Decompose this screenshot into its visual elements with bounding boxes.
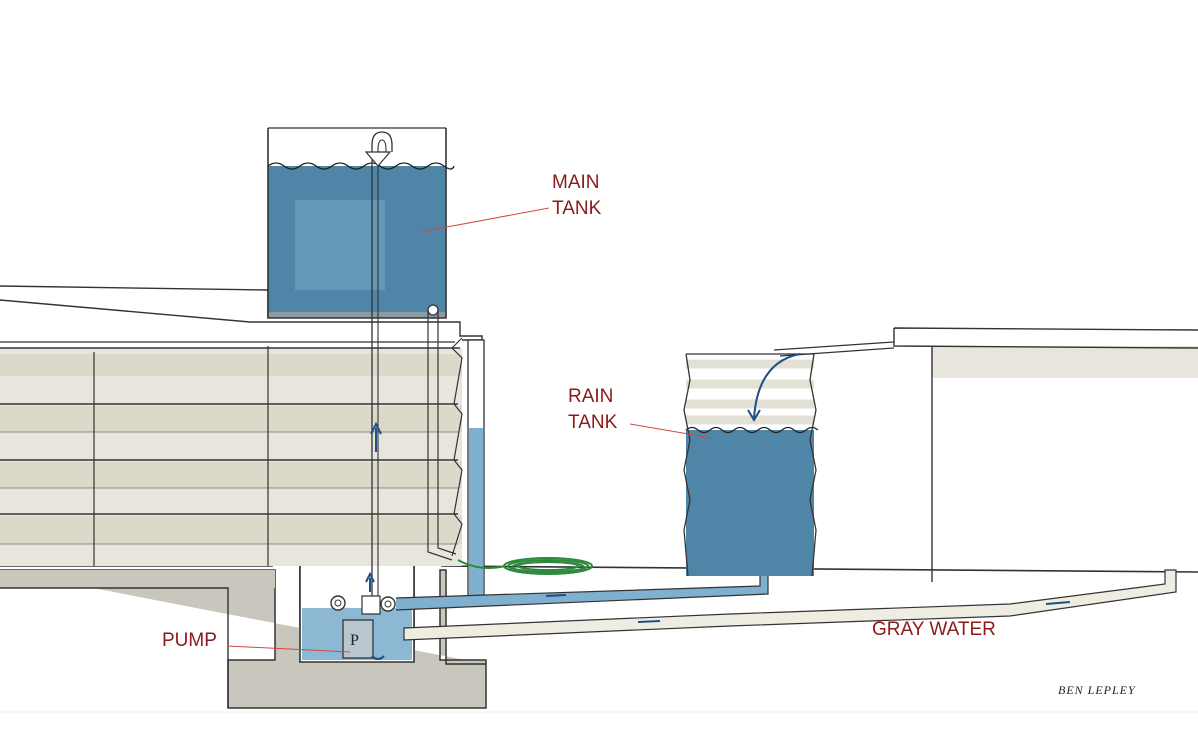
rain-tank-label-line1: RAIN: [568, 386, 614, 407]
foundation: [0, 569, 487, 709]
garden-hose: [457, 557, 593, 575]
main-tank-label: MAIN TANK: [552, 170, 601, 222]
gray-water-pipe: [403, 569, 1177, 641]
valves: [330, 595, 396, 615]
neighbor-building: [773, 327, 1198, 582]
main-tank-label-line1: MAIN: [552, 172, 600, 193]
house: [0, 285, 483, 566]
supply-pipe: [364, 131, 393, 598]
artist-signature: BEN LEPLEY: [1058, 683, 1136, 697]
leader-lines: [227, 207, 713, 653]
gray-water-label-text: GRAY WATER: [872, 619, 996, 640]
main-tank: [267, 127, 455, 319]
rain-tank-label: RAIN TANK: [568, 384, 617, 436]
flow-arrows: [365, 353, 1071, 660]
pump-label-text: PUMP: [162, 630, 217, 651]
gray-water-label: GRAY WATER: [872, 617, 996, 643]
pump-label: PUMP: [162, 628, 217, 654]
pump-letter: P: [350, 632, 359, 649]
main-tank-label-line2: TANK: [552, 198, 602, 219]
vertical-pipe: [467, 339, 485, 599]
rain-tank-label-line2: TANK: [568, 412, 618, 433]
overflow-pipe: [427, 304, 457, 561]
rain-tank: [683, 353, 819, 577]
